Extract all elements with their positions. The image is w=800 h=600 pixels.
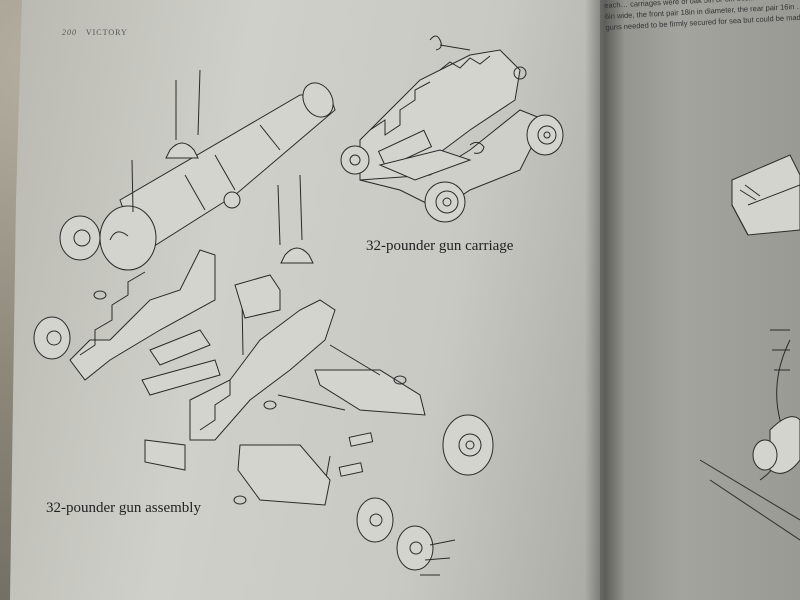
running-head: VICTORY <box>85 28 128 37</box>
right-page-detail-drawing <box>699 154 800 541</box>
page-number: 200 <box>62 28 77 37</box>
gun-carriage-drawing <box>340 35 564 223</box>
gun-barrel-drawing <box>99 82 336 271</box>
book-gutter <box>585 0 625 600</box>
caption-gun-carriage: 32-pounder gun carriage <box>366 238 514 254</box>
page-folio: 200 VICTORY <box>62 28 128 37</box>
carriage-parts-drawing <box>33 69 494 576</box>
caption-gun-assembly: 32-pounder gun assembly <box>46 500 201 516</box>
